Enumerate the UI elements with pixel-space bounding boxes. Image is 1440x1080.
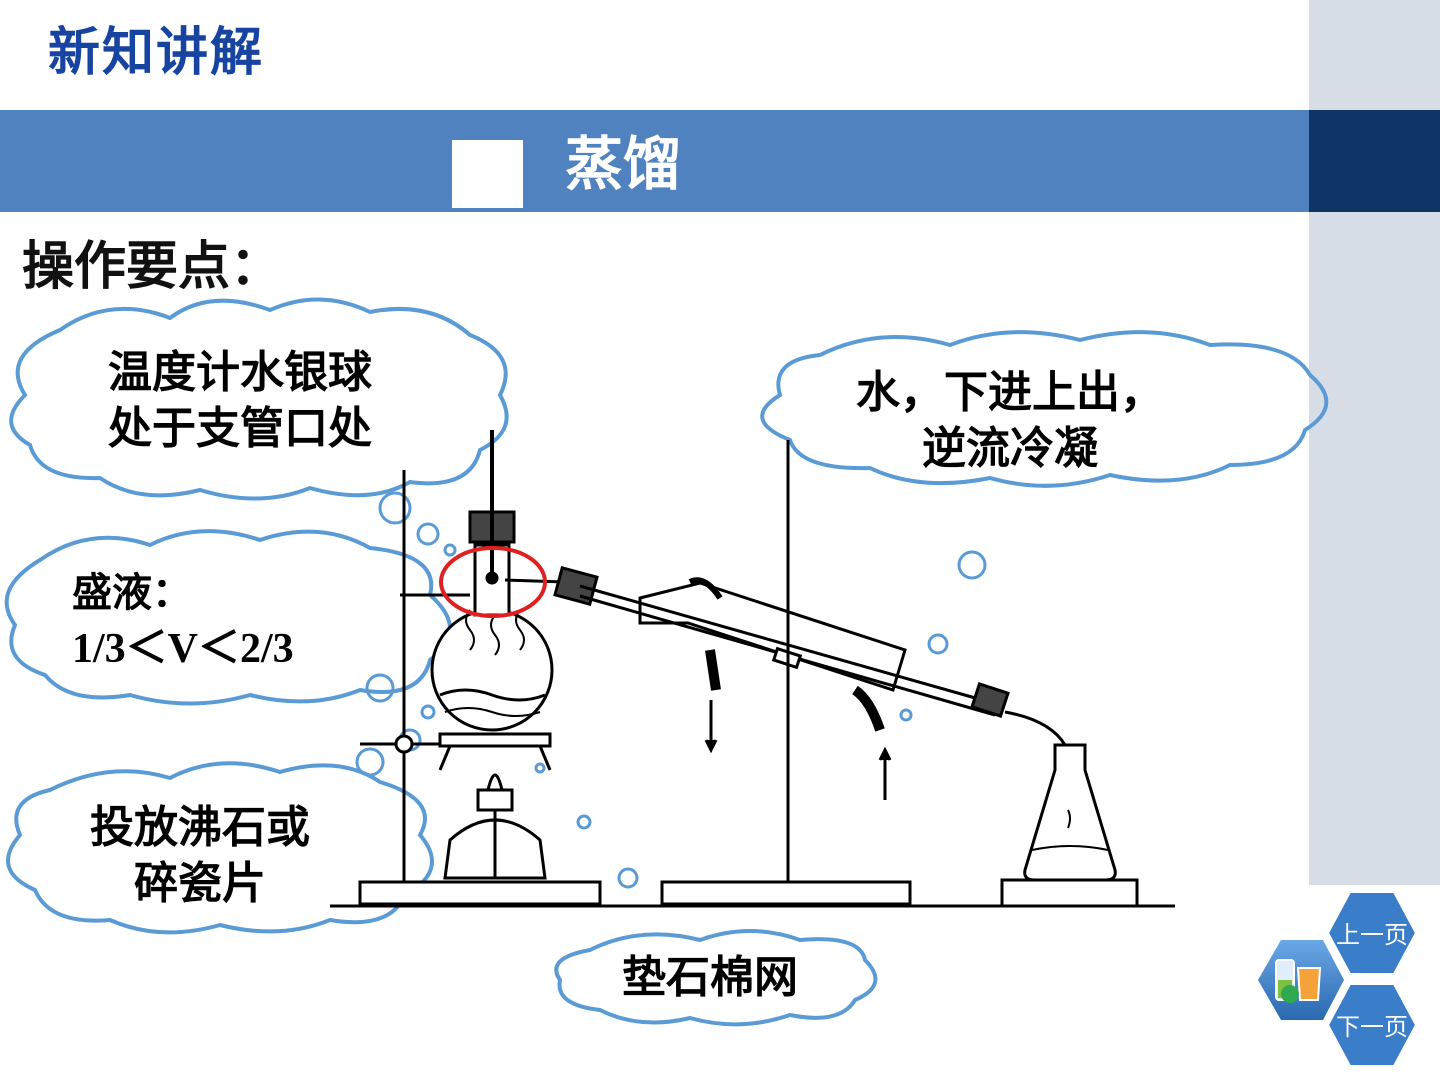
banner-square-icon bbox=[452, 140, 523, 208]
banner-dark-end bbox=[1309, 110, 1440, 212]
cloud-boiling-text: 投放沸石或 碎瓷片 bbox=[60, 800, 340, 912]
nav-cluster bbox=[1258, 940, 1344, 1020]
cloud-liquid-line1: 盛液： bbox=[72, 570, 192, 616]
page-title: 新知讲解 bbox=[48, 23, 265, 83]
cloud-liquid bbox=[4, 529, 452, 706]
highlight-circle bbox=[439, 546, 547, 618]
cloud-liquid-line2: 1/3＜V＜2/3 bbox=[72, 626, 294, 672]
cloud-thermometer-text: 温度计水银球 处于支管口处 bbox=[70, 345, 410, 457]
cloud-boiling-line1: 投放沸石或 bbox=[90, 802, 310, 853]
banner-title: 蒸馏 bbox=[565, 130, 682, 198]
cloud-gauze-text: 垫石棉网 bbox=[590, 950, 830, 1006]
prev-page-label: 上一页 bbox=[1336, 921, 1408, 949]
cloud-thermometer bbox=[9, 297, 509, 501]
next-page-button[interactable]: 下一页 bbox=[1326, 982, 1418, 1068]
cloud-liquid-text: 盛液： 1/3＜V＜2/3 bbox=[72, 565, 372, 677]
cloud-boiling bbox=[6, 761, 434, 935]
next-hex-shape bbox=[1326, 983, 1418, 1067]
cloud-water-line2: 逆流冷凝 bbox=[922, 423, 1098, 474]
prev-hex-shape bbox=[1326, 891, 1418, 975]
section-heading: 操作要点： bbox=[22, 237, 283, 297]
prev-page-button[interactable]: 上一页 bbox=[1326, 890, 1418, 976]
beaker-icon bbox=[1275, 959, 1322, 1003]
title-banner bbox=[0, 110, 1309, 212]
cloud-water-line1: 水，下进上出， bbox=[856, 367, 1164, 418]
cloud-boiling-line2: 碎瓷片 bbox=[134, 858, 266, 909]
cloud-water bbox=[760, 330, 1329, 488]
cloud-thermometer-line2: 处于支管口处 bbox=[108, 403, 372, 454]
cloud-gauze-line1: 垫石棉网 bbox=[622, 952, 798, 1003]
next-page-label: 下一页 bbox=[1336, 1013, 1408, 1041]
cloud-water-text: 水，下进上出， 逆流冷凝 bbox=[840, 365, 1180, 477]
decorative-bubbles bbox=[355, 491, 987, 889]
cloud-thermometer-line1: 温度计水银球 bbox=[108, 347, 372, 398]
cloud-gauze bbox=[554, 929, 878, 1027]
